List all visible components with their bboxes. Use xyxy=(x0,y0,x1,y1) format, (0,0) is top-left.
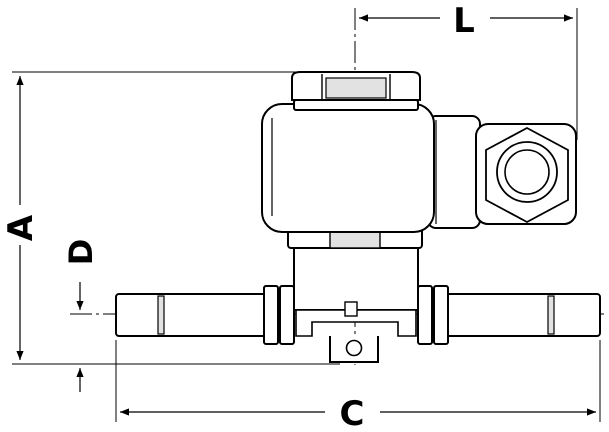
solenoid-coil xyxy=(261,71,481,249)
right-pipe xyxy=(443,293,601,337)
dimension-label-L: L xyxy=(453,1,475,41)
valve-body xyxy=(263,245,449,363)
dimension-lines xyxy=(16,14,596,416)
dimension-label-A: A xyxy=(1,214,41,241)
dimension-label-D: D xyxy=(62,239,100,266)
connector-plug xyxy=(475,123,577,225)
dimension-label-C: C xyxy=(340,394,365,432)
left-pipe xyxy=(115,293,271,337)
